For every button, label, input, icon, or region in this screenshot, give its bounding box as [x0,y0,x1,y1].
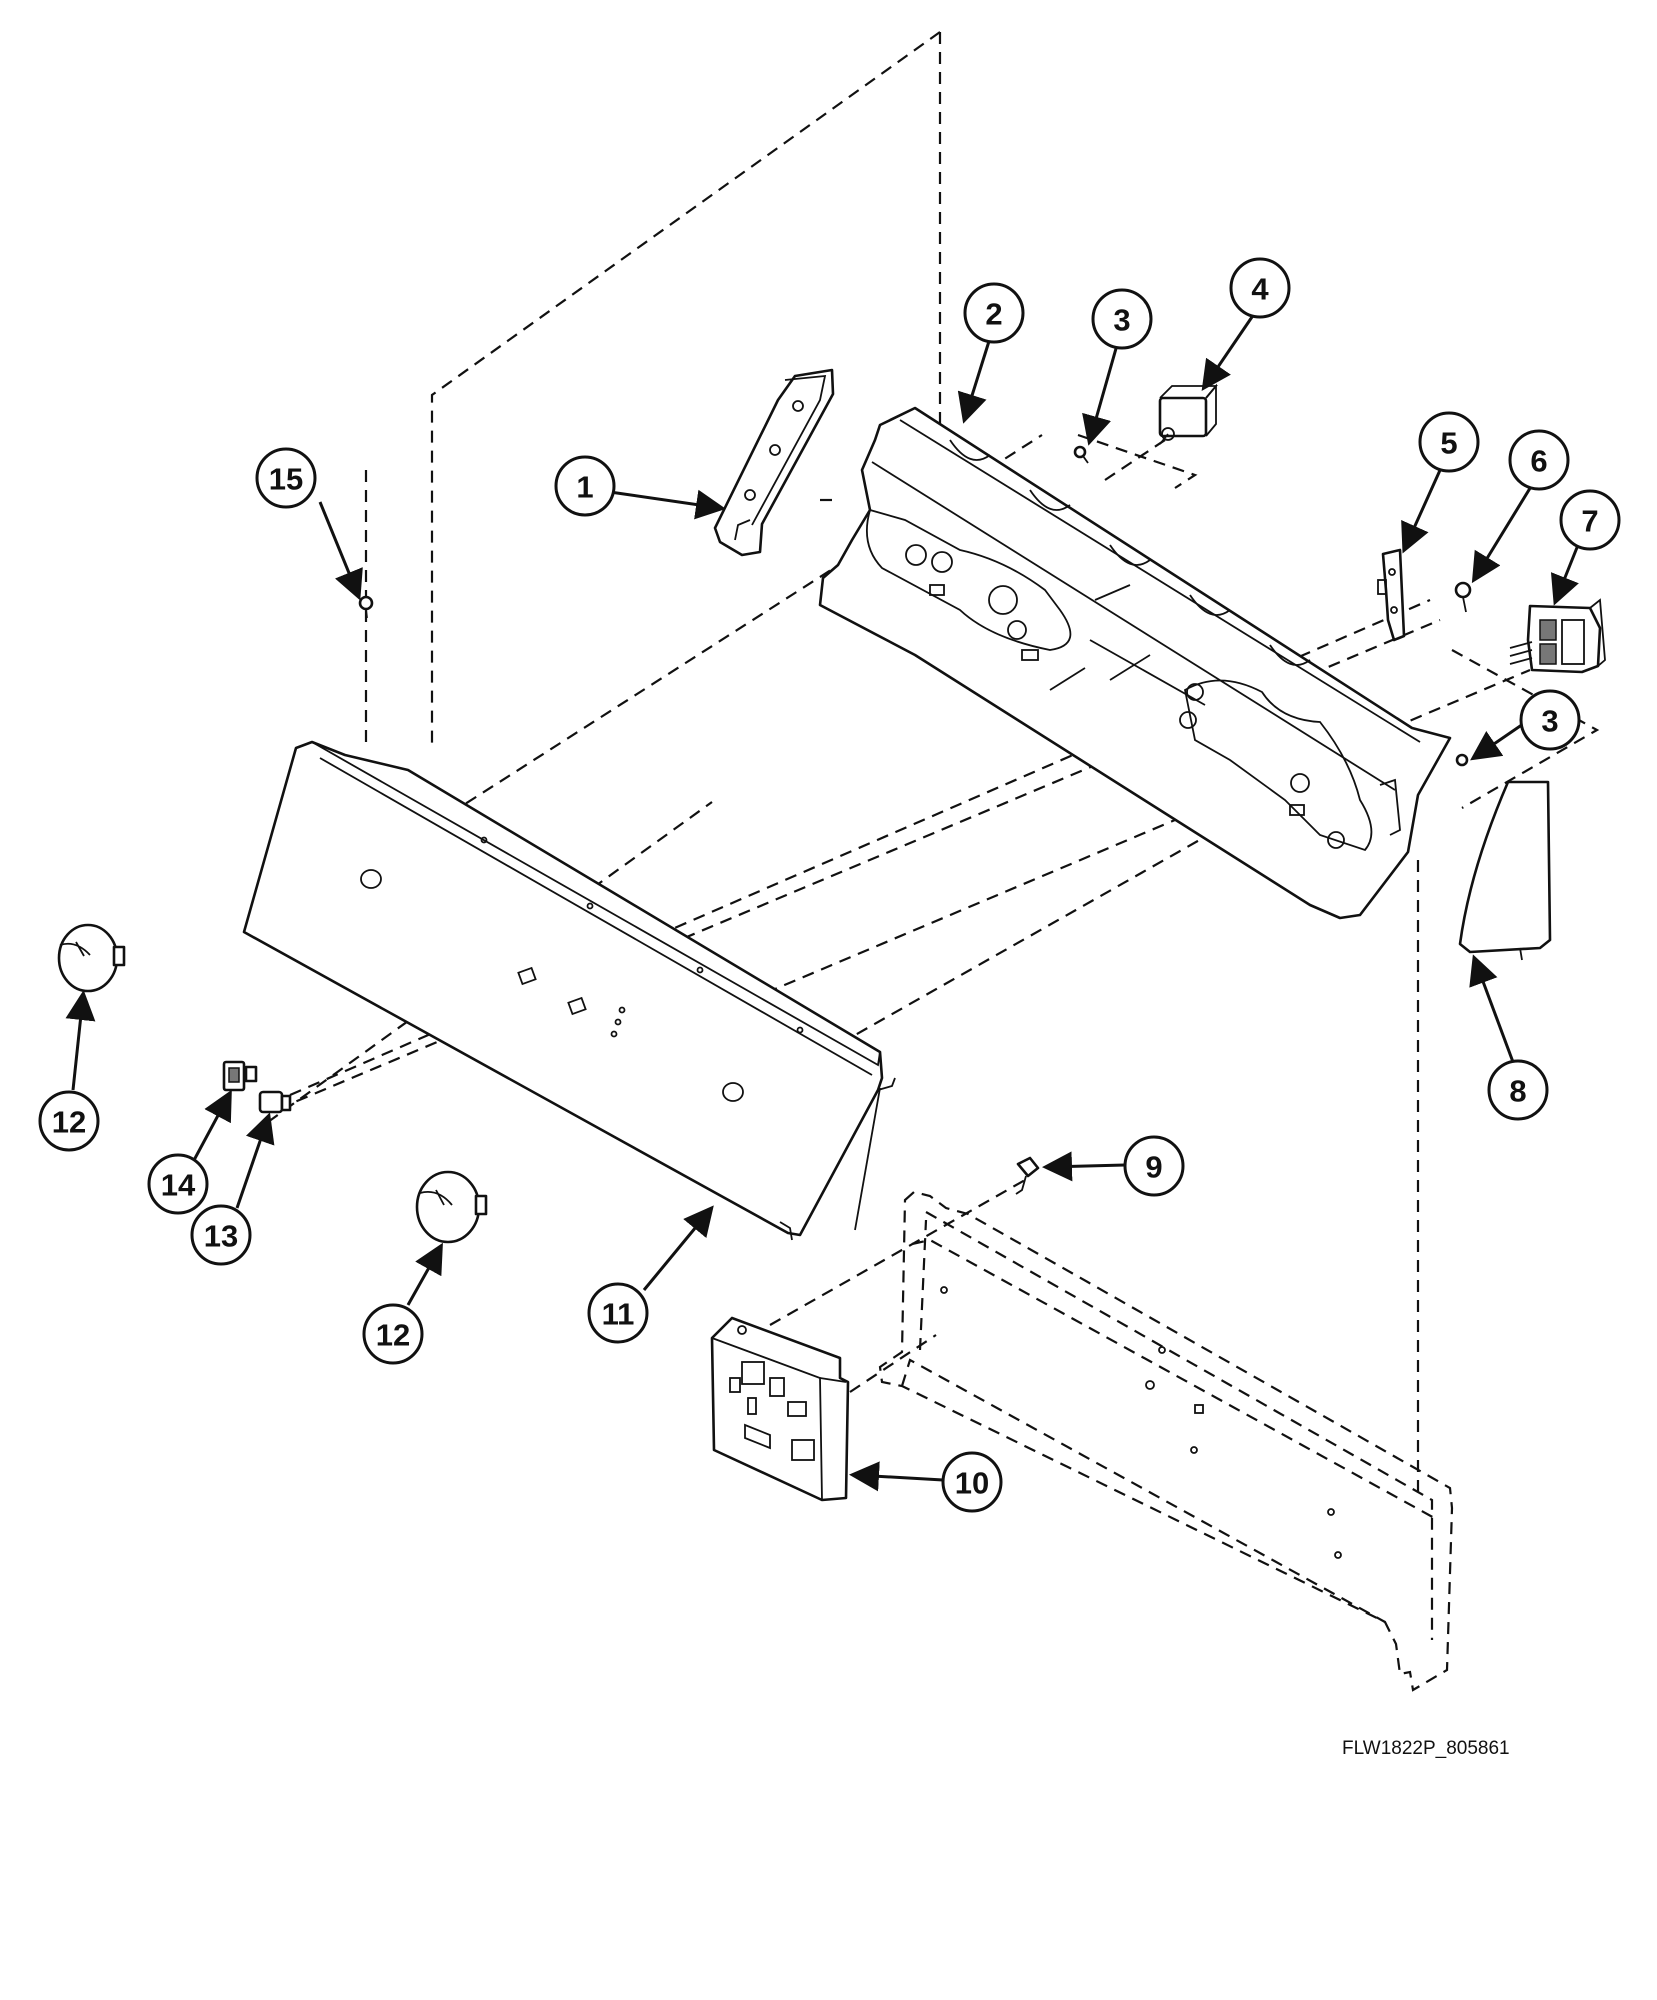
callout-8: 8 [1487,1059,1549,1121]
control-board [710,1316,850,1502]
callout-12-lower: 12 [362,1303,424,1365]
screw-9 [1015,1156,1040,1195]
knob-lower [415,1170,488,1244]
callout-label: 10 [955,1466,989,1501]
callout-label: 13 [204,1219,238,1254]
control-console [818,406,1452,920]
callout-12-left: 12 [38,1090,100,1152]
callout-label: 3 [1113,303,1130,338]
screw-upper [1073,445,1089,464]
rocker-switch [222,1060,258,1092]
left-end-cap [713,368,835,557]
callout-2: 2 [963,282,1025,344]
callout-9: 9 [1123,1135,1185,1197]
callout-13: 13 [190,1204,252,1266]
callout-label: 1 [576,470,593,505]
right-end-cap [1458,780,1552,961]
callout-label: 6 [1530,444,1547,479]
callout-label: 15 [269,462,303,497]
diagram-code-label: FLW1822P_805861 [1342,1738,1510,1759]
callout-6: 6 [1508,429,1570,491]
callout-label: 11 [602,1297,635,1332]
callout-label: 12 [52,1105,86,1140]
callout-label: 2 [985,297,1002,332]
callout-7: 7 [1559,489,1621,551]
callout-label: 12 [376,1318,410,1353]
callout-label: 7 [1581,504,1598,539]
push-button [258,1090,292,1114]
callout-14: 14 [147,1153,209,1215]
callout-15: 15 [255,447,317,509]
callout-label: 3 [1541,704,1558,739]
door-lock-switch [1509,598,1606,674]
callout-11: 11 [587,1282,649,1344]
callout-4: 4 [1229,257,1291,319]
callout-3-right: 3 [1519,689,1581,751]
callout-3-upper: 3 [1091,288,1153,350]
screw-right [1455,753,1469,767]
switch-bracket [1377,548,1406,642]
callout-label: 5 [1440,426,1457,461]
callout-label: 9 [1145,1150,1162,1185]
callout-leaders [65,313,1580,1492]
callout-10: 10 [941,1451,1003,1513]
callout-label: 8 [1509,1074,1526,1109]
screw-15 [358,595,374,619]
control-panel [242,740,896,1241]
cabinet-frame [878,1190,1454,1692]
knob-left [57,923,126,993]
callout-label: 4 [1251,272,1269,307]
callout-5: 5 [1418,411,1480,473]
callout-label: 14 [161,1168,196,1203]
screw-6 [1454,581,1472,613]
rotary-switch [1158,383,1218,445]
callout-1: 1 [554,455,616,517]
